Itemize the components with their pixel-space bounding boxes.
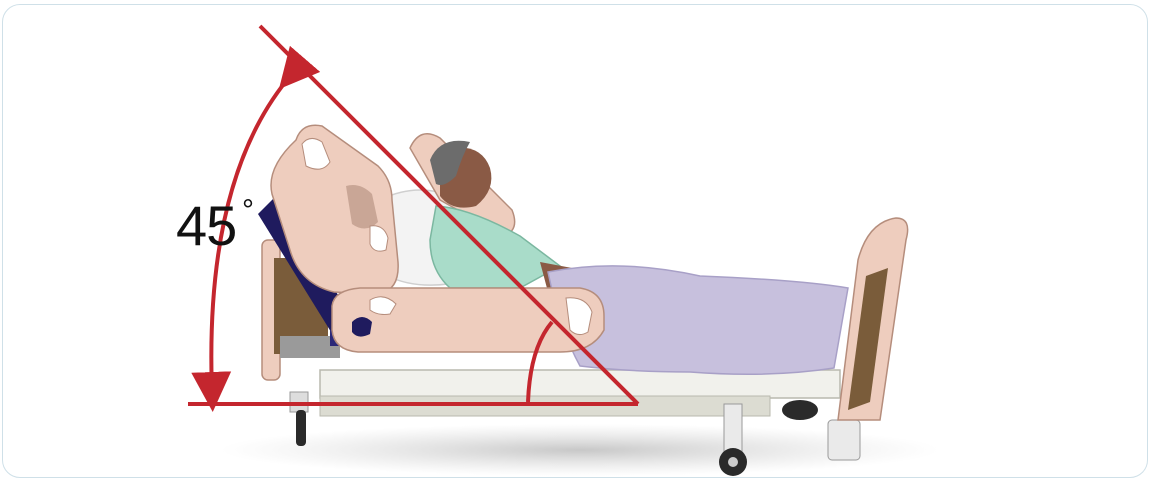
angle-value-label: 45 bbox=[176, 198, 236, 254]
angle-degree-symbol: ° bbox=[242, 196, 254, 226]
foot-side-rail bbox=[332, 288, 604, 352]
footboard bbox=[838, 218, 908, 420]
